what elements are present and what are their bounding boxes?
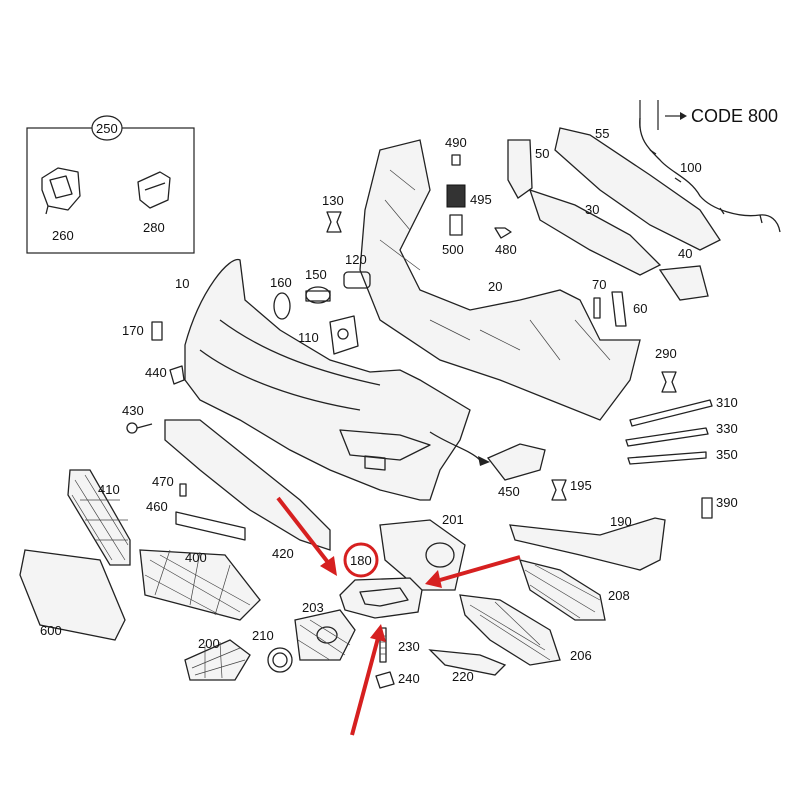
strips-310-330-350 (625, 399, 713, 465)
screw-430 (126, 422, 153, 434)
callout-495: 495 (470, 192, 492, 207)
strip-190 (509, 517, 666, 571)
callout-310: 310 (716, 395, 738, 410)
highlighted-part-180: 180 (339, 542, 423, 619)
callout-210: 210 (252, 628, 274, 643)
callout-10: 10 (175, 276, 189, 291)
callout-440: 440 (145, 365, 167, 380)
code-label: CODE 800 (691, 106, 778, 126)
callout-40: 40 (678, 246, 692, 261)
plate-600 (19, 549, 126, 641)
sensor-ring-160 (273, 292, 291, 320)
clip-130 (326, 211, 342, 233)
callout-60: 60 (633, 301, 647, 316)
callout-130: 130 (322, 193, 344, 208)
callout-350: 350 (716, 447, 738, 462)
bracket-40 (658, 265, 709, 301)
callout-195: 195 (570, 478, 592, 493)
cover-450 (486, 443, 546, 481)
callout-100: 100 (680, 160, 702, 175)
bracket-170 (151, 321, 163, 341)
bumper-beam-55 (554, 127, 721, 251)
ring-210 (267, 647, 293, 673)
grille-400 (139, 549, 261, 621)
callout-20: 20 (488, 279, 502, 294)
bumper-carrier-20 (359, 139, 641, 421)
highlight-arrows (276, 496, 521, 736)
clip-240 (375, 671, 395, 689)
grille-208 (519, 559, 606, 621)
lower-spoiler-420 (164, 419, 331, 551)
callout-400: 400 (185, 550, 207, 565)
callout-230: 230 (398, 639, 420, 654)
callout-430: 430 (122, 403, 144, 418)
callout-460: 460 (146, 499, 168, 514)
callout-208: 208 (608, 588, 630, 603)
callout-490: 490 (445, 135, 467, 150)
highlight-label: 180 (350, 553, 372, 568)
callout-170: 170 (122, 323, 144, 338)
callout-120: 120 (345, 252, 367, 267)
kit-box: 250 260 280 (26, 115, 195, 254)
callout-50: 50 (535, 146, 549, 161)
trim-220 (428, 649, 507, 676)
callout-190: 190 (610, 514, 632, 529)
callout-500: 500 (442, 242, 464, 257)
callout-206: 206 (570, 648, 592, 663)
callout-600: 600 (40, 623, 62, 638)
callout-330: 330 (716, 421, 738, 436)
callout-220: 220 (452, 669, 474, 684)
callout-201: 201 (442, 512, 464, 527)
callout-410: 410 (98, 482, 120, 497)
bracket-70-60 (593, 291, 627, 327)
callout-110: 110 (298, 330, 319, 345)
clip-470 (179, 483, 187, 497)
kit-item-280: 280 (143, 220, 165, 235)
absorber-50 (507, 139, 533, 199)
kit-item-260: 260 (52, 228, 74, 243)
bracket-440 (169, 365, 185, 385)
kit-label: 250 (96, 121, 118, 136)
callout-203: 203 (302, 600, 324, 615)
callout-labels: 490 495 500 480 130 55 50 100 30 40 10 1… (40, 126, 738, 686)
clip-195 (551, 479, 567, 501)
trim-460 (175, 511, 246, 541)
callout-30: 30 (585, 202, 599, 217)
bracket-110 (329, 315, 359, 355)
part-260-drawing (41, 167, 81, 215)
callout-240: 240 (398, 671, 420, 686)
cover-120 (343, 271, 371, 289)
callout-200: 200 (198, 636, 220, 651)
grille-410 (67, 469, 131, 566)
callout-480: 480 (495, 242, 517, 257)
clip-290 (661, 371, 677, 393)
bumper-cover-10 (184, 258, 471, 501)
fasteners-490-500 (446, 154, 512, 239)
code-tag: CODE 800 (639, 100, 778, 130)
grille-203 (294, 609, 356, 661)
screw-390 (701, 497, 713, 519)
part-280-drawing (137, 171, 171, 209)
callout-70: 70 (592, 277, 606, 292)
callout-470: 470 (152, 474, 174, 489)
callout-160: 160 (270, 275, 292, 290)
callout-450: 450 (498, 484, 520, 499)
callout-150: 150 (305, 267, 327, 282)
frame-201 (379, 519, 466, 591)
grille-206 (459, 594, 561, 666)
callout-390: 390 (716, 495, 738, 510)
callout-55: 55 (595, 126, 609, 141)
callout-420: 420 (272, 546, 294, 561)
grille-200 (184, 639, 251, 681)
sensor-150 (305, 286, 331, 304)
callout-290: 290 (655, 346, 677, 361)
absorber-30 (528, 188, 662, 276)
